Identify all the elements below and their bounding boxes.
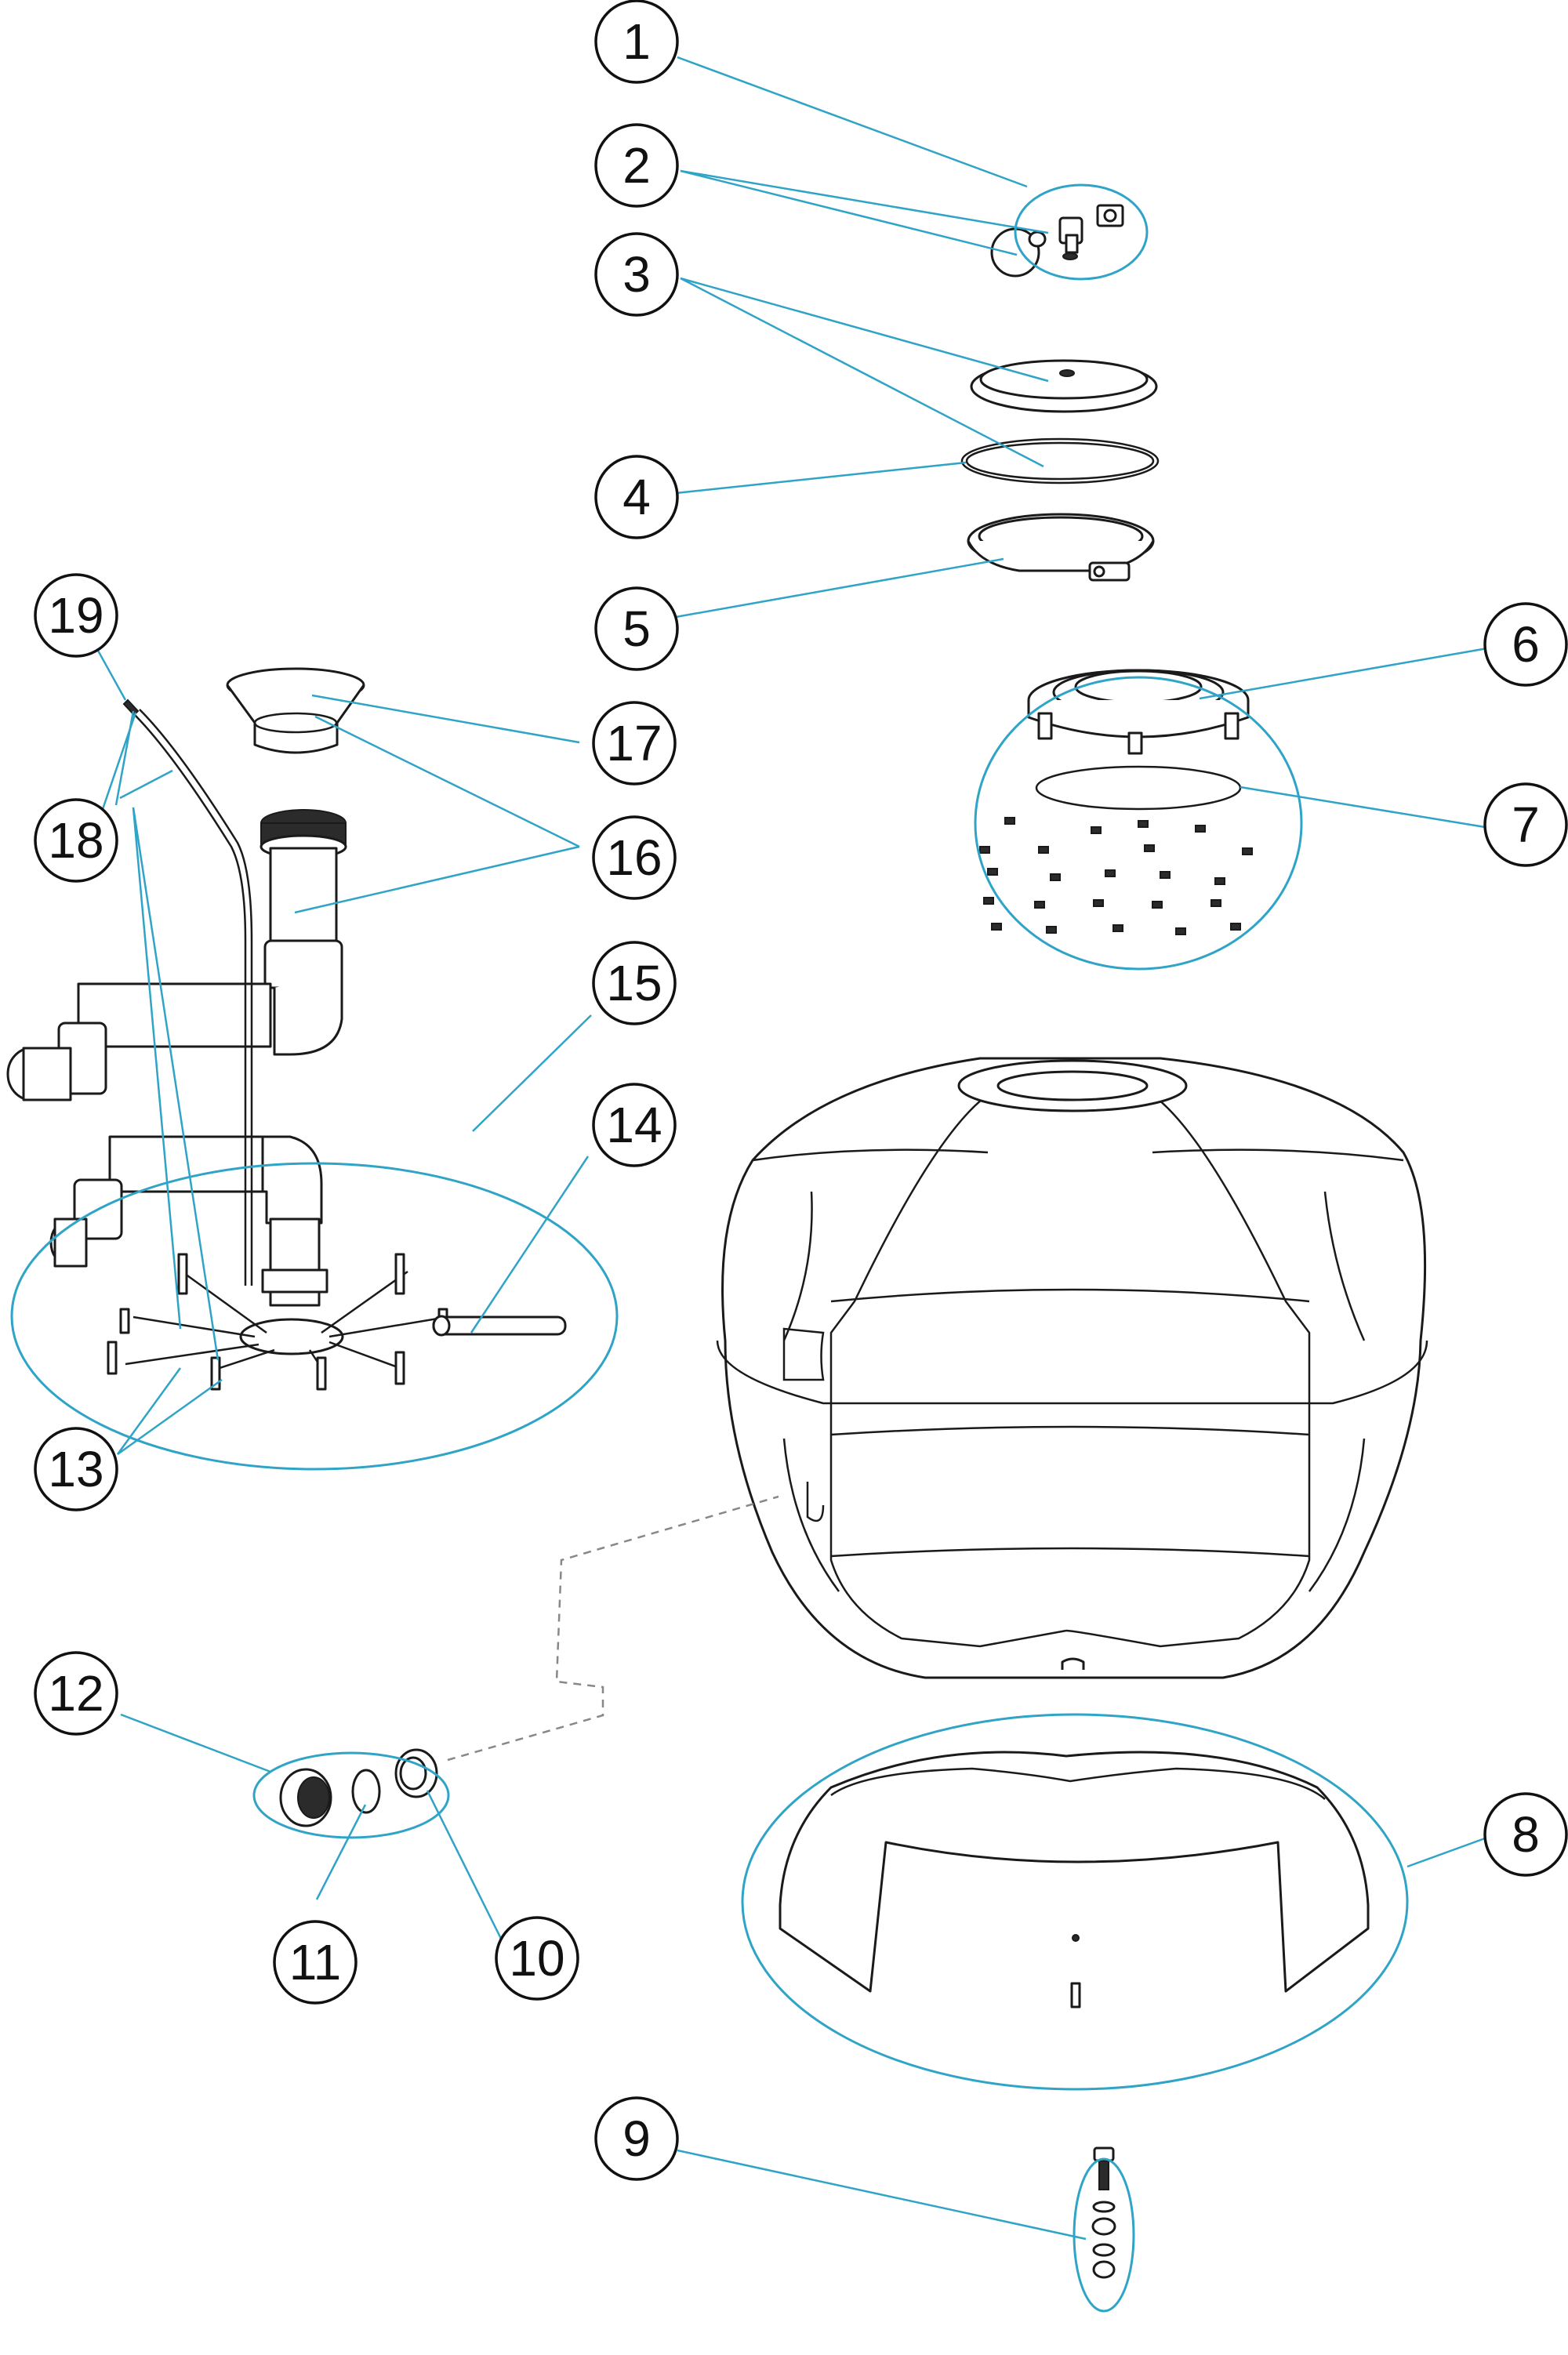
group-outline-collector	[10, 1162, 619, 1471]
callout-label: 3	[622, 246, 651, 303]
callout-label: 14	[606, 1097, 662, 1153]
drain-bolt-part	[1091, 2146, 1116, 2279]
group-outline-drain	[1073, 2157, 1135, 2313]
callout-label: 2	[622, 137, 651, 194]
leader-lines	[10, 56, 1488, 2313]
callout-18: 18	[34, 798, 118, 883]
group-outline-flange	[974, 676, 1303, 971]
callout-label: 18	[48, 812, 103, 869]
callout-3: 3	[594, 232, 679, 317]
lateral-tube-part	[432, 1315, 567, 1337]
callout-label: 13	[48, 1441, 103, 1497]
central-pipe-part	[6, 809, 347, 1101]
lid-o-ring-part	[960, 437, 1160, 484]
clamp-ring-part	[967, 513, 1155, 582]
callout-15: 15	[592, 941, 677, 1025]
callout-label: 17	[606, 715, 662, 771]
callout-label: 1	[622, 13, 651, 70]
callout-label: 16	[606, 829, 662, 886]
callout-label: 4	[622, 469, 651, 525]
callout-13: 13	[34, 1427, 118, 1511]
callout-8: 8	[1483, 1792, 1568, 1877]
callout-4: 4	[594, 455, 679, 539]
callout-11: 11	[273, 1920, 358, 2005]
callout-19: 19	[34, 573, 118, 658]
callout-6: 6	[1483, 602, 1568, 687]
callout-5: 5	[594, 586, 679, 671]
callout-label: 15	[606, 955, 662, 1011]
group-outline-gauge	[1014, 183, 1149, 281]
callout-1: 1	[594, 0, 679, 84]
group-outline-base	[741, 1713, 1409, 2091]
dashed-connector-line	[447, 1495, 779, 1762]
filter-tank-part	[716, 1057, 1428, 1679]
callout-16: 16	[592, 815, 677, 900]
union-fitting-part	[279, 1748, 438, 1827]
callout-label: 11	[289, 1934, 341, 1990]
callout-7: 7	[1483, 782, 1568, 867]
callout-10: 10	[495, 1916, 579, 2001]
callout-label: 12	[48, 1665, 103, 1722]
lateral-collector-assembly	[49, 1135, 448, 1391]
pressure-gauge-part	[990, 204, 1124, 278]
callout-14: 14	[592, 1083, 677, 1167]
flange-part	[1027, 669, 1250, 755]
callout-label: 7	[1512, 796, 1540, 853]
filter-base-part	[779, 1751, 1370, 2008]
air-bleed-tube-part	[122, 699, 253, 1286]
flange-nuts-part	[979, 817, 1253, 935]
callout-label: 6	[1512, 616, 1540, 673]
callout-label: 9	[622, 2110, 651, 2167]
diffuser-funnel-part	[226, 667, 365, 754]
callout-17: 17	[592, 701, 677, 786]
callout-label: 8	[1512, 1806, 1540, 1863]
group-outline-union	[252, 1751, 450, 1839]
callout-9: 9	[594, 2096, 679, 2181]
callout-12: 12	[34, 1651, 118, 1736]
filter-lid-part	[970, 359, 1158, 413]
callout-label: 19	[48, 587, 103, 644]
callout-label: 5	[622, 601, 651, 657]
flange-o-ring-part	[1035, 765, 1242, 811]
callout-2: 2	[594, 123, 679, 208]
callout-label: 10	[509, 1930, 564, 1987]
